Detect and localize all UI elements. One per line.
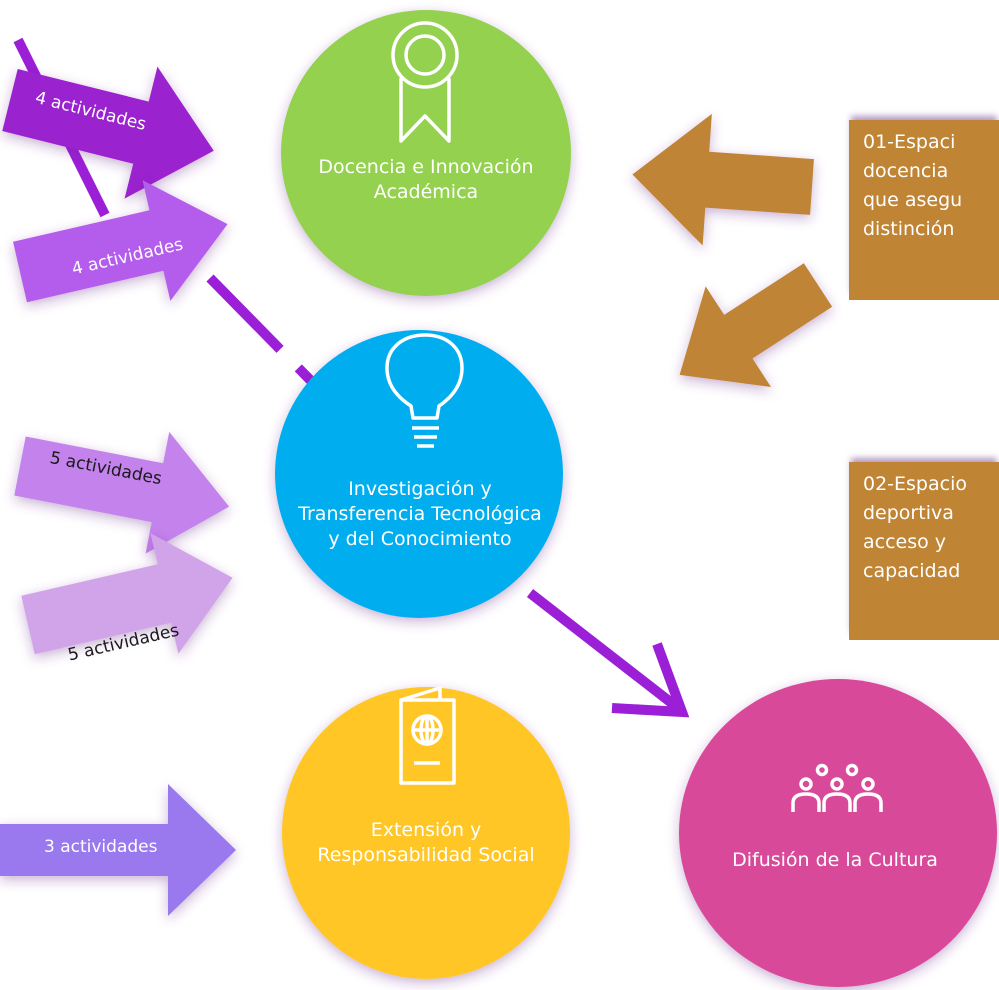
node-investigacion-label: Investigación y Transferencia Tecnológic…: [265, 477, 575, 552]
objective-box-01-line1: 01-Espaci: [863, 131, 956, 153]
arrow-brown-to-investigacion: [679, 263, 833, 388]
arrow-3-actividades: [0, 784, 236, 916]
node-extension-label: Extensión y Responsabilidad Social: [276, 818, 576, 868]
node-investigacion-line3: y del Conocimiento: [328, 528, 512, 550]
node-investigacion-circle: [275, 330, 563, 618]
node-docencia-line2: Académica: [373, 181, 479, 203]
node-extension-line1: Extensión y: [370, 819, 482, 841]
node-extension-circle: [282, 687, 570, 979]
objective-box-02-line2: deportiva: [863, 502, 954, 524]
objective-box-02-line3: acceso y: [863, 531, 947, 553]
arrow-5-actividades-2: [21, 533, 233, 655]
node-investigacion-line1: Investigación y: [348, 478, 492, 500]
node-extension-line2: Responsabilidad Social: [317, 844, 535, 866]
objective-box-01: 01-Espaci docencia que asegu distinción: [849, 120, 999, 300]
objective-box-01-line3: que asegu: [863, 189, 963, 211]
objective-box-02: 02-Espacio deportiva acceso y capacidad: [849, 462, 999, 640]
node-docencia-circle: [281, 10, 571, 296]
arrow-5-actividades-1: [14, 431, 230, 554]
lightbulb-icon: [385, 333, 464, 448]
node-docencia-line1: Docencia e Innovación: [318, 156, 534, 178]
node-cultura-line1: Difusión de la Cultura: [732, 849, 938, 871]
node-cultura-label: Difusión de la Cultura: [690, 848, 980, 873]
objective-box-01-line4: distinción: [863, 218, 955, 240]
arrow-label-5: 3 actividades: [44, 837, 158, 857]
objective-box-01-line2: docencia: [863, 160, 949, 182]
connector-docencia-investigacion: [206, 274, 324, 394]
connector-investigacion-cultura: [526, 589, 690, 718]
passport-icon: [399, 686, 456, 785]
objective-box-02-line1: 02-Espacio: [863, 473, 967, 495]
arrow-brown-to-docencia: [632, 113, 814, 246]
arrow-4-actividades-2: [13, 180, 228, 303]
node-investigacion-line2: Transferencia Tecnológica: [298, 503, 542, 525]
node-docencia-label: Docencia e Innovación Académica: [276, 155, 576, 205]
people-group-icon: [791, 763, 883, 812]
objective-box-02-line4: capacidad: [863, 560, 961, 582]
award-ribbon-icon: [391, 21, 459, 143]
arrow-4-actividades-1: [2, 66, 214, 199]
node-cultura-circle: [679, 679, 997, 987]
